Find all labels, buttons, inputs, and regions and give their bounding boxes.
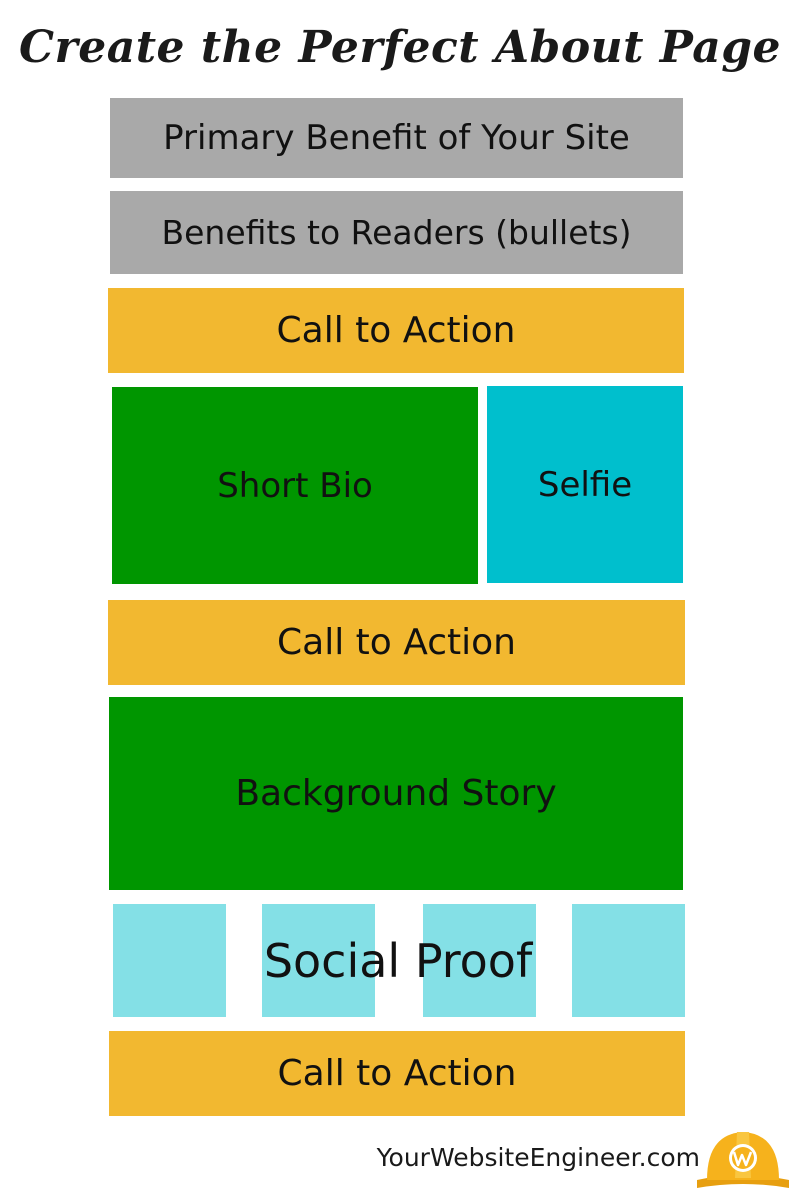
- selfie-block: Selfie: [487, 386, 683, 583]
- benefits-to-readers-block: Benefits to Readers (bullets): [110, 191, 683, 274]
- short-bio-label: Short Bio: [217, 465, 373, 506]
- social-proof-label: Social Proof: [263, 933, 533, 988]
- background-story-label: Background Story: [235, 773, 557, 814]
- footer-site-url: YourWebsiteEngineer.com: [376, 1143, 700, 1172]
- primary-benefit-block: Primary Benefit of Your Site: [110, 98, 683, 178]
- page-title: Create the Perfect About Page: [19, 22, 781, 73]
- call-to-action-block-1: Call to Action: [108, 288, 684, 373]
- primary-benefit-label: Primary Benefit of Your Site: [163, 118, 630, 158]
- benefits-to-readers-label: Benefits to Readers (bullets): [161, 213, 632, 252]
- social-proof-square-4: [572, 904, 685, 1017]
- social-proof-square-3: [423, 904, 536, 1017]
- call-to-action-block-3: Call to Action: [109, 1031, 685, 1116]
- call-to-action-label-3: Call to Action: [277, 1053, 517, 1094]
- social-proof-square-1: [113, 904, 226, 1017]
- social-proof-square-2: [262, 904, 375, 1017]
- short-bio-block: Short Bio: [112, 387, 478, 584]
- call-to-action-block-2: Call to Action: [108, 600, 685, 685]
- background-story-block: Background Story: [109, 697, 683, 890]
- wordpress-logo-w: [732, 1151, 753, 1167]
- call-to-action-label-1: Call to Action: [276, 310, 516, 351]
- wordpress-hardhat-icon: [697, 1132, 789, 1188]
- call-to-action-label-2: Call to Action: [277, 622, 516, 663]
- selfie-label: Selfie: [537, 464, 633, 505]
